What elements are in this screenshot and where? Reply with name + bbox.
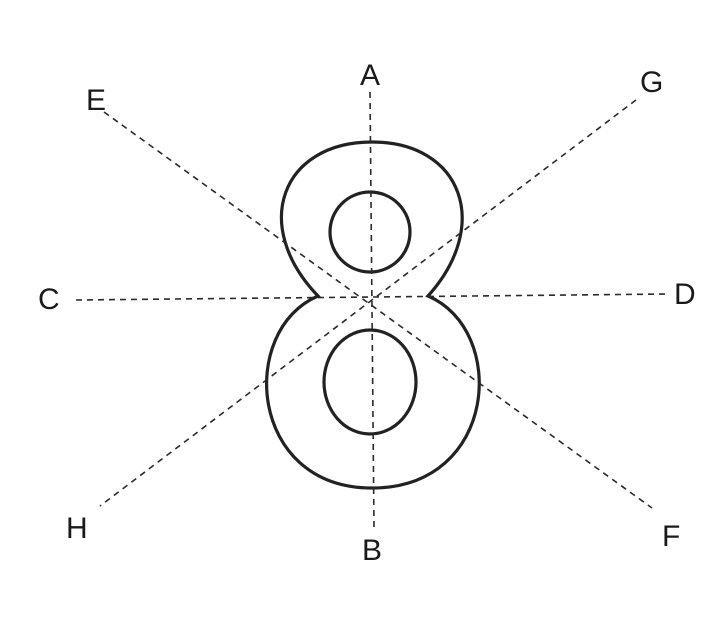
- digit-eight-outer-outline: [265, 140, 481, 490]
- digit-eight-figure: [265, 140, 481, 490]
- label-e: E: [86, 84, 106, 117]
- label-h: H: [66, 512, 88, 545]
- label-f: F: [662, 520, 680, 553]
- digit-eight-lower-hole: [322, 328, 418, 436]
- label-d: D: [674, 278, 696, 311]
- line-a-b: [369, 91, 375, 529]
- label-a: A: [360, 59, 380, 92]
- line-c-d: [75, 293, 671, 301]
- digit-eight-upper-hole: [328, 190, 412, 274]
- symmetry-lines: [75, 91, 671, 529]
- endpoint-labels: A B C D E F G H: [38, 59, 696, 567]
- label-b: B: [362, 534, 382, 567]
- line-e-f: [103, 111, 653, 509]
- line-g-h: [99, 99, 637, 507]
- label-g: G: [640, 66, 663, 99]
- label-c: C: [38, 283, 60, 316]
